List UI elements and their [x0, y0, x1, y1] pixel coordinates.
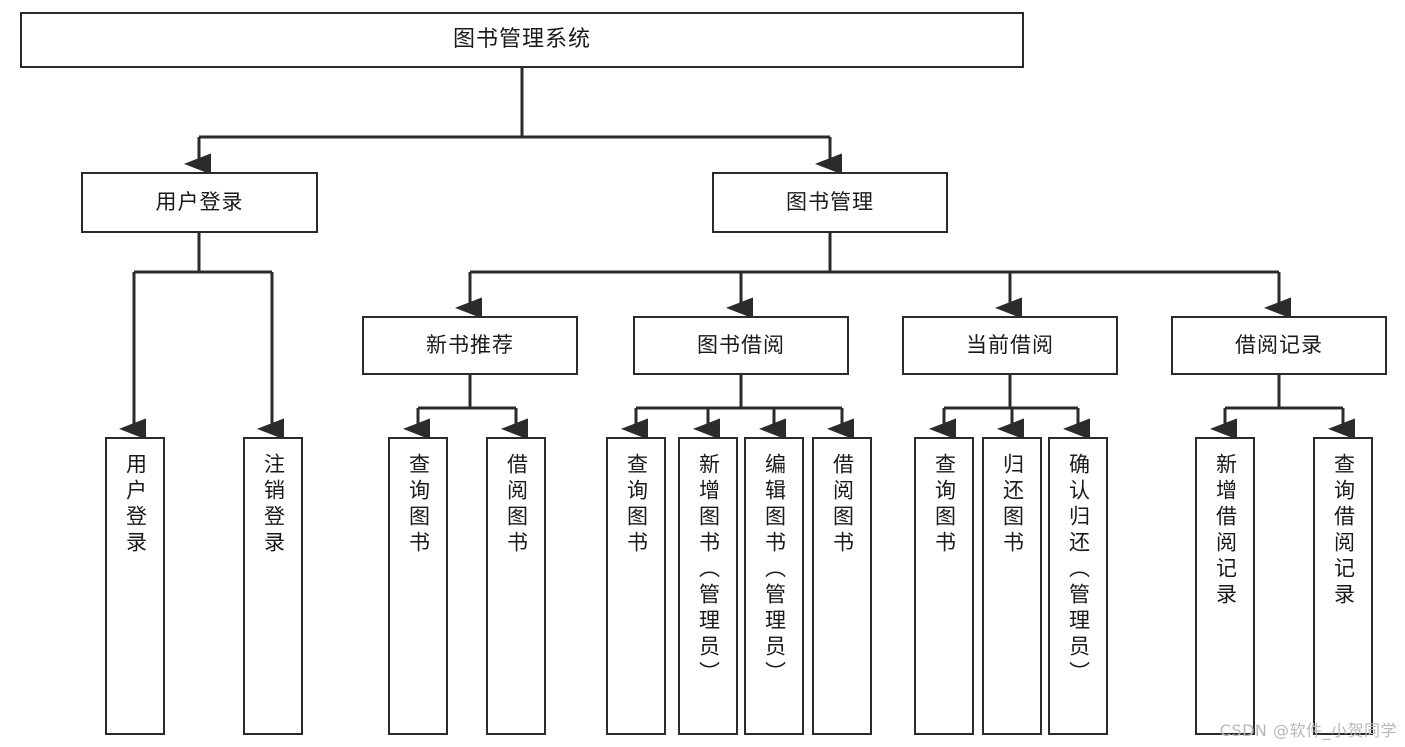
node-book-manage-label: 图书管理: [786, 189, 874, 214]
node-book-borrow[interactable]: 图书借阅: [633, 316, 849, 375]
node-book-manage[interactable]: 图书管理: [712, 172, 948, 233]
node-leaf-edit-book[interactable]: 编辑图书（管理员）: [744, 437, 804, 735]
node-leaf-query-borrow-record-label: 查询借阅记录: [1331, 453, 1356, 609]
node-leaf-confirm-return[interactable]: 确认归还（管理员）: [1048, 437, 1108, 735]
node-leaf-user-login-label: 用户登录: [123, 453, 148, 557]
node-user-login[interactable]: 用户登录: [81, 172, 318, 233]
node-leaf-borrow-book-label: 借阅图书: [830, 453, 855, 557]
node-new-book-recommend-label: 新书推荐: [426, 332, 514, 357]
csdn-watermark: CSDN @软件_小贺同学: [1219, 721, 1397, 740]
node-leaf-logout[interactable]: 注销登录: [243, 437, 303, 735]
node-leaf-borrow-book-recommend[interactable]: 借阅图书: [486, 437, 546, 735]
node-leaf-confirm-return-label: 确认归还（管理员）: [1066, 453, 1091, 687]
node-new-book-recommend[interactable]: 新书推荐: [362, 316, 578, 375]
node-leaf-query-book-recommend[interactable]: 查询图书: [388, 437, 448, 735]
node-leaf-add-book-label: 新增图书（管理员）: [696, 453, 721, 687]
node-leaf-query-book-recommend-label: 查询图书: [406, 453, 431, 557]
node-root-label: 图书管理系统: [452, 26, 591, 52]
node-leaf-query-book-current-label: 查询图书: [932, 453, 957, 557]
node-user-login-label: 用户登录: [155, 189, 244, 214]
node-leaf-add-borrow-record-label: 新增借阅记录: [1213, 453, 1238, 609]
node-borrow-record-label: 借阅记录: [1235, 332, 1323, 357]
node-leaf-user-login[interactable]: 用户登录: [105, 437, 165, 735]
node-leaf-borrow-book[interactable]: 借阅图书: [812, 437, 872, 735]
node-leaf-add-book[interactable]: 新增图书（管理员）: [678, 437, 738, 735]
node-leaf-edit-book-label: 编辑图书（管理员）: [762, 453, 787, 687]
node-leaf-return-book[interactable]: 归还图书: [982, 437, 1042, 735]
node-current-borrow-label: 当前借阅: [966, 332, 1054, 357]
node-book-borrow-label: 图书借阅: [697, 332, 785, 357]
node-leaf-query-borrow-record[interactable]: 查询借阅记录: [1313, 437, 1373, 735]
node-leaf-query-book-borrow-label: 查询图书: [624, 453, 649, 557]
node-leaf-logout-label: 注销登录: [261, 453, 286, 557]
node-leaf-query-book-borrow[interactable]: 查询图书: [606, 437, 666, 735]
node-leaf-query-book-current[interactable]: 查询图书: [914, 437, 974, 735]
node-current-borrow[interactable]: 当前借阅: [902, 316, 1118, 375]
node-leaf-return-book-label: 归还图书: [1000, 453, 1025, 557]
node-borrow-record[interactable]: 借阅记录: [1171, 316, 1387, 375]
node-leaf-add-borrow-record[interactable]: 新增借阅记录: [1195, 437, 1255, 735]
node-root[interactable]: 图书管理系统: [20, 12, 1024, 68]
node-leaf-borrow-book-recommend-label: 借阅图书: [504, 453, 529, 557]
